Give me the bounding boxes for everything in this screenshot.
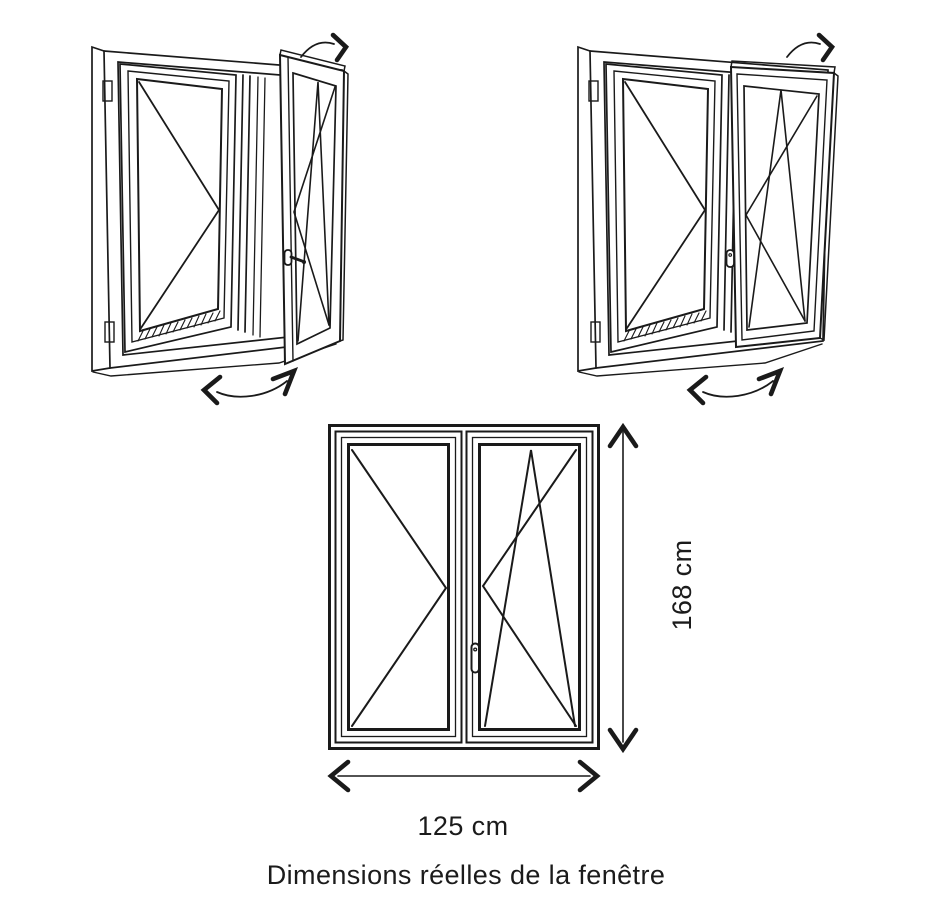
figure-window-front-view: [327, 422, 639, 793]
window-handle-icon: [283, 249, 306, 266]
window-handle-icon: [725, 249, 735, 268]
width-dimension-label: 125 cm: [417, 811, 509, 841]
figure-caption: Dimensions réelles de la fenêtre: [266, 860, 666, 890]
height-dimension-arrow-icon: [607, 422, 639, 754]
width-dimension-arrow-icon: [327, 759, 601, 793]
figure-window-open-tilt: [578, 35, 839, 403]
window-handle-icon: [470, 642, 480, 674]
height-dimension-label: 168 cm: [667, 539, 697, 631]
figure-window-open-swing: [92, 35, 349, 403]
